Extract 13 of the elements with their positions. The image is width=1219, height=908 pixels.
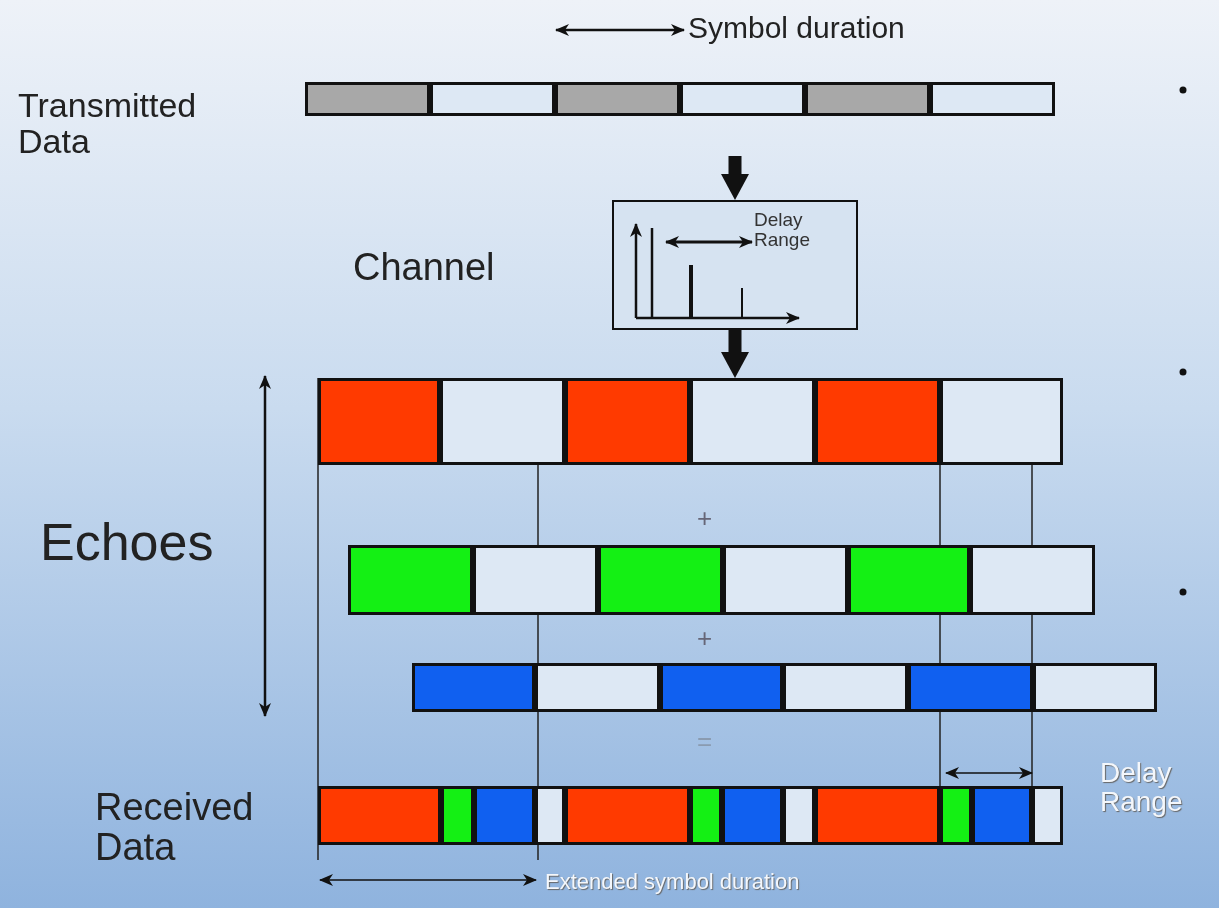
row-label: Received Data [95, 788, 255, 868]
row-label: Echoes [40, 515, 214, 570]
flow-arrow [721, 330, 749, 378]
row-label: Transmitted Data [18, 88, 198, 160]
dimension-label: Delay Range [1100, 758, 1184, 817]
operator-sign: + [697, 505, 713, 533]
flow-arrow [721, 156, 749, 200]
row-label: Channel [353, 248, 495, 288]
dimension-label: Symbol duration [688, 12, 905, 44]
axis-label: Delay Range [754, 210, 811, 250]
operator-sign: = [697, 728, 713, 756]
dimension-label: Extended symbol duration [545, 870, 800, 894]
operator-sign: + [697, 625, 713, 653]
